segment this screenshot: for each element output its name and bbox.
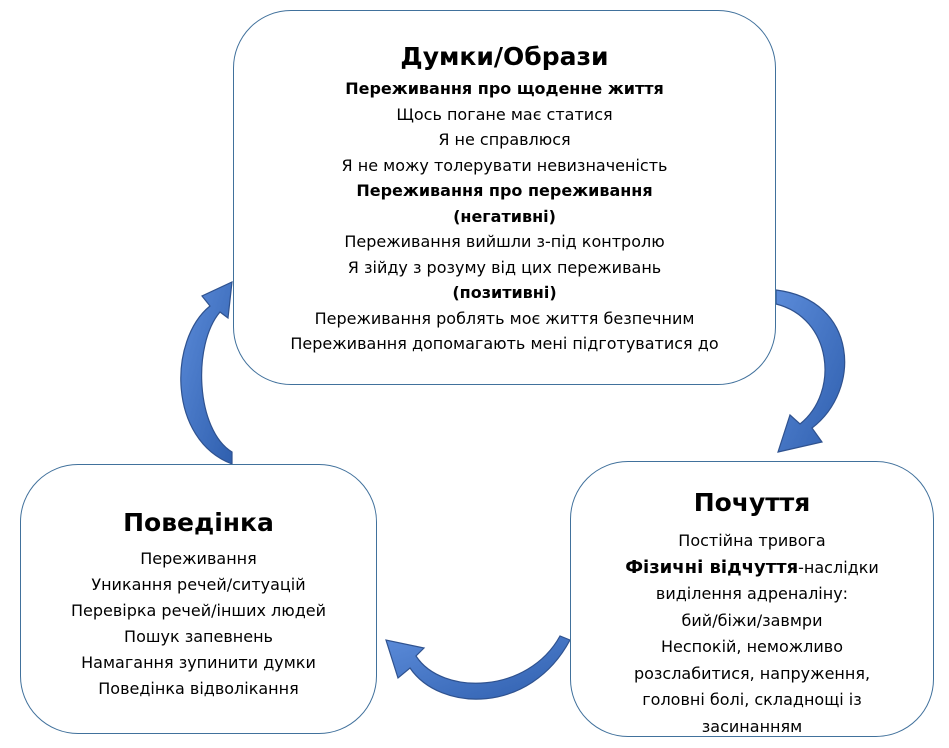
arrow-behavior-to-thoughts — [180, 281, 233, 465]
thoughts-line: Переживання про щоденне життя — [345, 79, 664, 98]
thoughts-line: (позитивні) — [452, 283, 557, 302]
behavior-line: Перевірка речей/інших людей — [70, 601, 327, 620]
behavior-title: Поведінка — [123, 508, 274, 537]
behavior-lines: Переживання Уникання речей/ситуацій Пере… — [21, 546, 376, 702]
feelings-line: Неспокій, неможливо — [660, 637, 844, 656]
feelings-line: бий/біжи/завмри — [681, 610, 823, 630]
feelings-line: виділення адреналіну: — [655, 584, 849, 603]
feelings-title: Почуття — [693, 488, 811, 517]
feelings-box: Почуття Постійна тривога Фізичні відчутт… — [570, 461, 934, 737]
thoughts-lines: Переживання про щоденне життя Щось поган… — [234, 76, 775, 357]
feelings-physical-line: Фізичні відчуття-наслідки — [571, 555, 933, 582]
thoughts-line: Я зійду з розуму від цих переживань — [347, 257, 662, 277]
thoughts-line: Переживання допомагають мені підготувати… — [290, 334, 719, 353]
thoughts-line: Я не можу толерувати невизначеність — [341, 155, 668, 175]
feelings-physical-bold: Фізичні відчуття — [625, 556, 799, 578]
feelings-line: Постійна тривога — [678, 531, 826, 550]
thoughts-line: Переживання роблять моє життя безпечним — [314, 308, 695, 328]
behavior-box: Поведінка Переживання Уникання речей/сит… — [20, 464, 377, 734]
behavior-line: Намагання зупинити думки — [81, 653, 316, 672]
behavior-line: Пошук запевнень — [124, 627, 273, 646]
thoughts-line: Переживання про переживання — [356, 181, 653, 200]
arrow-feelings-to-behavior — [385, 635, 571, 700]
feelings-line: розслабитися, напруження, — [633, 663, 871, 683]
thoughts-title: Думки/Образи — [400, 42, 609, 71]
thoughts-line: Щось погане має статися — [396, 104, 613, 124]
thoughts-box: Думки/Образи Переживання про щоденне жит… — [233, 10, 776, 385]
feelings-line: засинанням — [701, 716, 803, 736]
behavior-line: Уникання речей/ситуацій — [91, 575, 306, 594]
feelings-line: головні болі, складнощі із — [642, 690, 862, 709]
feelings-physical-rest: -наслідки — [798, 557, 879, 577]
thoughts-line: (негативні) — [453, 206, 556, 226]
thoughts-line: Я не справлюся — [438, 130, 571, 149]
thoughts-line: Переживання вийшли з-під контролю — [344, 232, 665, 251]
behavior-line: Поведінка відволікання — [98, 679, 299, 698]
behavior-line: Переживання — [140, 549, 257, 568]
arrow-thoughts-to-feelings — [775, 289, 846, 453]
